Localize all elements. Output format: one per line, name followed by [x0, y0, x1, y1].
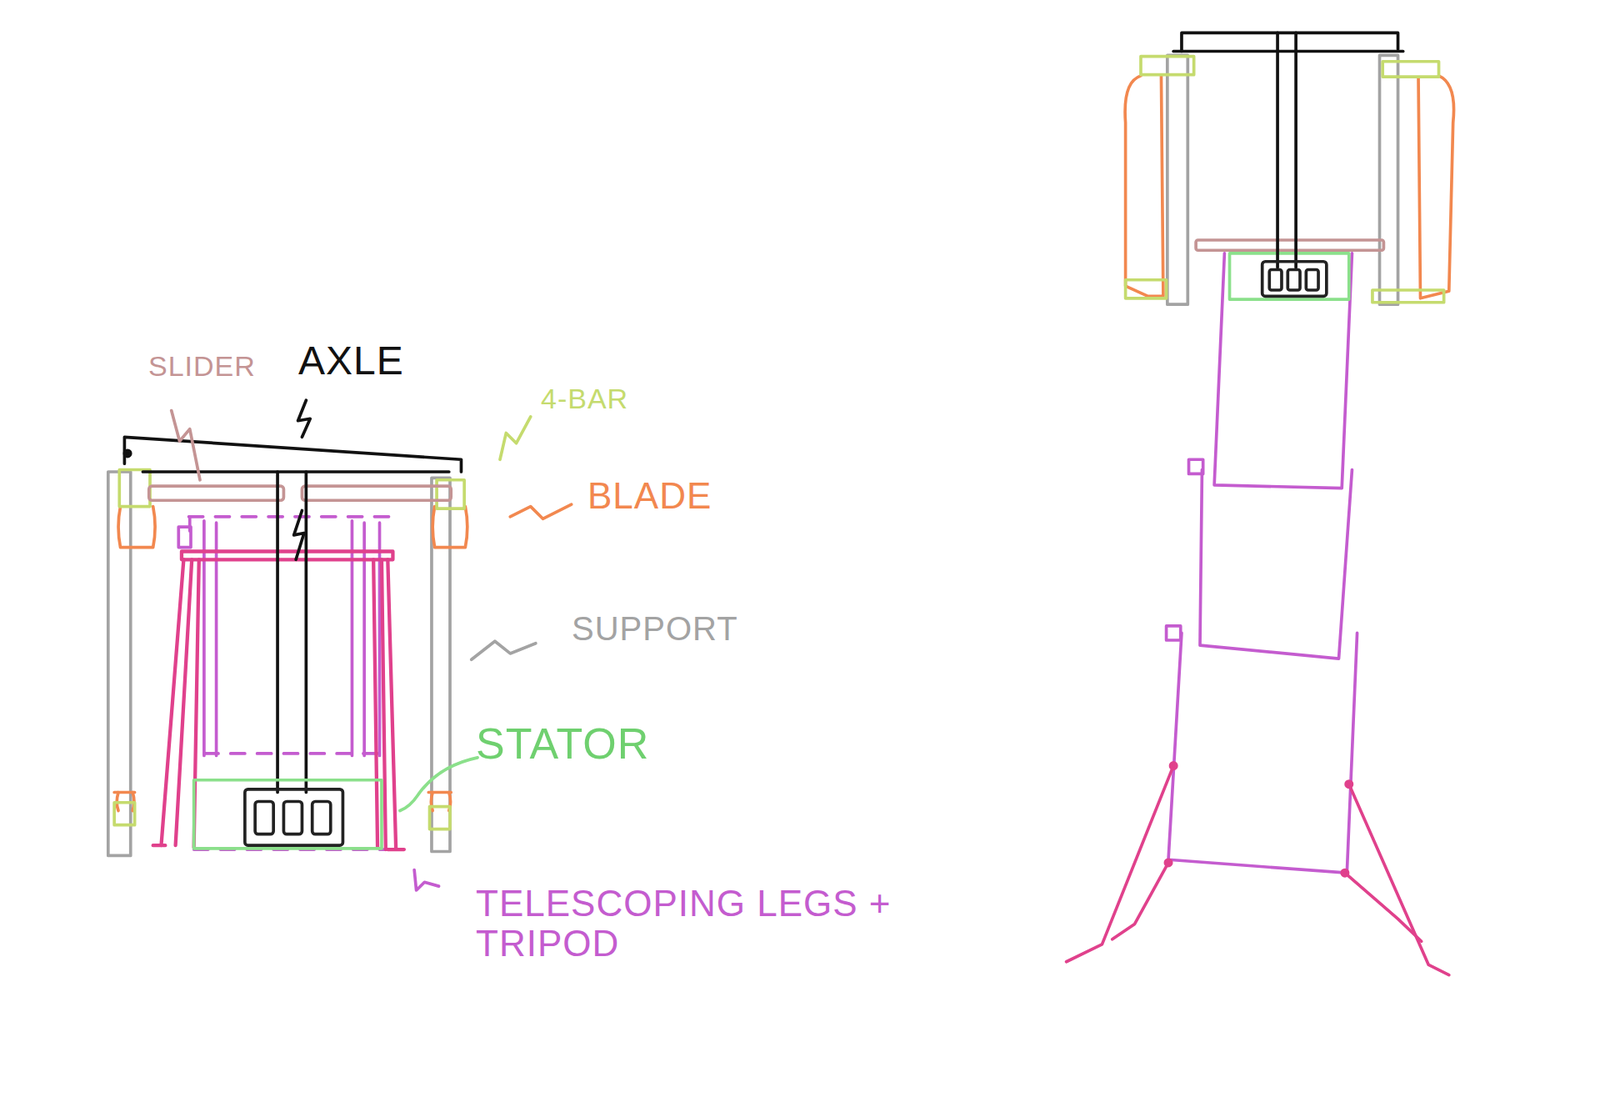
- left-assembly: [108, 400, 572, 890]
- part-label: STATOR: [475, 720, 650, 768]
- part-label: 4-BAR: [540, 383, 629, 415]
- right-assembly: [1066, 32, 1455, 975]
- part-label: BLADE: [587, 475, 712, 516]
- part-label: TELESCOPING LEGS + TRIPOD: [475, 883, 893, 965]
- part-label: AXLE: [298, 339, 405, 384]
- part-label: SUPPORT: [571, 610, 739, 647]
- part-label: SLIDER: [148, 350, 256, 382]
